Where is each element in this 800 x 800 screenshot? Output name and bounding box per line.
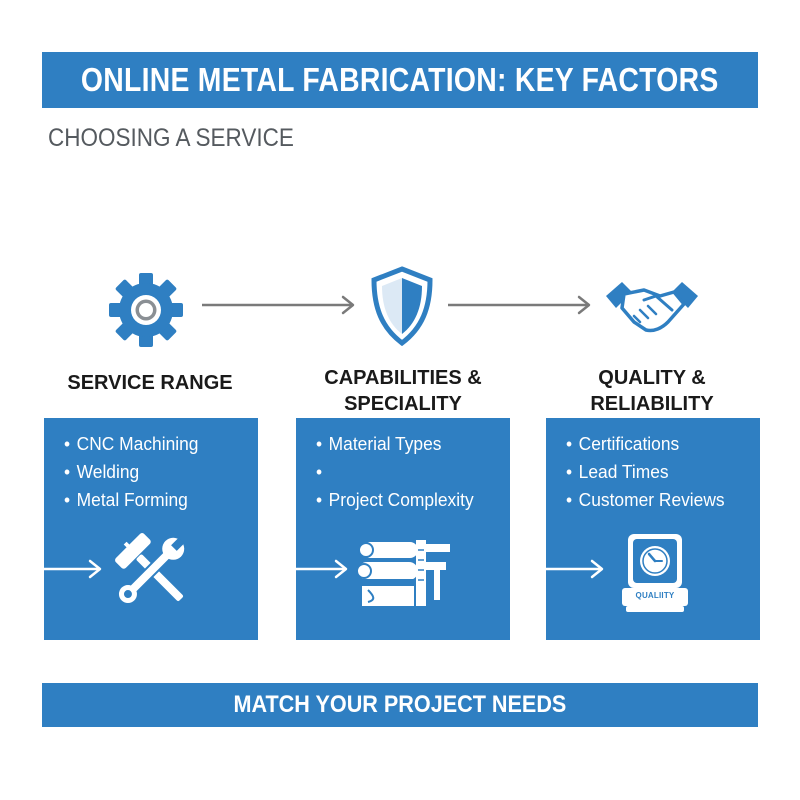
list-item: Lead Times	[566, 458, 725, 486]
list-item: Certifications	[566, 430, 725, 458]
list-item: Welding	[64, 458, 198, 486]
handshake-icon	[606, 282, 698, 333]
footer-label: MATCH YOUR PROJECT NEEDS	[233, 691, 567, 718]
card-quality: Certifications Lead Times Customer Revie…	[546, 418, 760, 640]
gear-icon	[109, 273, 183, 347]
heading-capabilities: CAPABILITIES & SPECIALITY	[324, 367, 482, 415]
flow-arrow-2	[448, 295, 591, 315]
page-subtitle: CHOOSING A SERVICE	[48, 124, 294, 152]
card-service-range: CNC Machining Welding Metal Forming	[44, 418, 258, 640]
page-title: ONLINE METAL FABRICATION: KEY FACTORS	[81, 61, 719, 98]
flow-arrow-1	[202, 295, 355, 315]
heading-quality: QUALITY & RELIABILITY	[590, 367, 714, 415]
arrow-right-icon	[44, 559, 102, 579]
quality-gauge-icon: QUALIITY	[620, 530, 690, 614]
arrow-right-icon	[296, 559, 348, 579]
list-item: Project Complexity	[316, 486, 474, 514]
list-item: Customer Reviews	[566, 486, 725, 514]
quality-list: Certifications Lead Times Customer Revie…	[566, 430, 735, 514]
card-capabilities: Material Types Project Complexity	[296, 418, 510, 640]
footer-banner: MATCH YOUR PROJECT NEEDS	[42, 683, 758, 727]
heading-service-range: SERVICE RANGE	[67, 372, 233, 394]
quality-label: QUALIITY	[635, 591, 675, 600]
arrow-right-icon	[546, 559, 604, 579]
list-item: CNC Machining	[64, 430, 199, 458]
list-item: Material Types	[316, 430, 474, 458]
hammer-wrench-icon	[115, 533, 185, 604]
list-item	[316, 458, 474, 486]
service-range-list: CNC Machining Welding Metal Forming	[64, 430, 207, 514]
list-item: Metal Forming	[64, 486, 198, 514]
title-banner: ONLINE METAL FABRICATION: KEY FACTORS	[42, 52, 758, 108]
blueprint-caliper-icon	[356, 540, 450, 606]
shield-icon	[371, 266, 433, 346]
capabilities-list: Material Types Project Complexity	[316, 430, 484, 514]
